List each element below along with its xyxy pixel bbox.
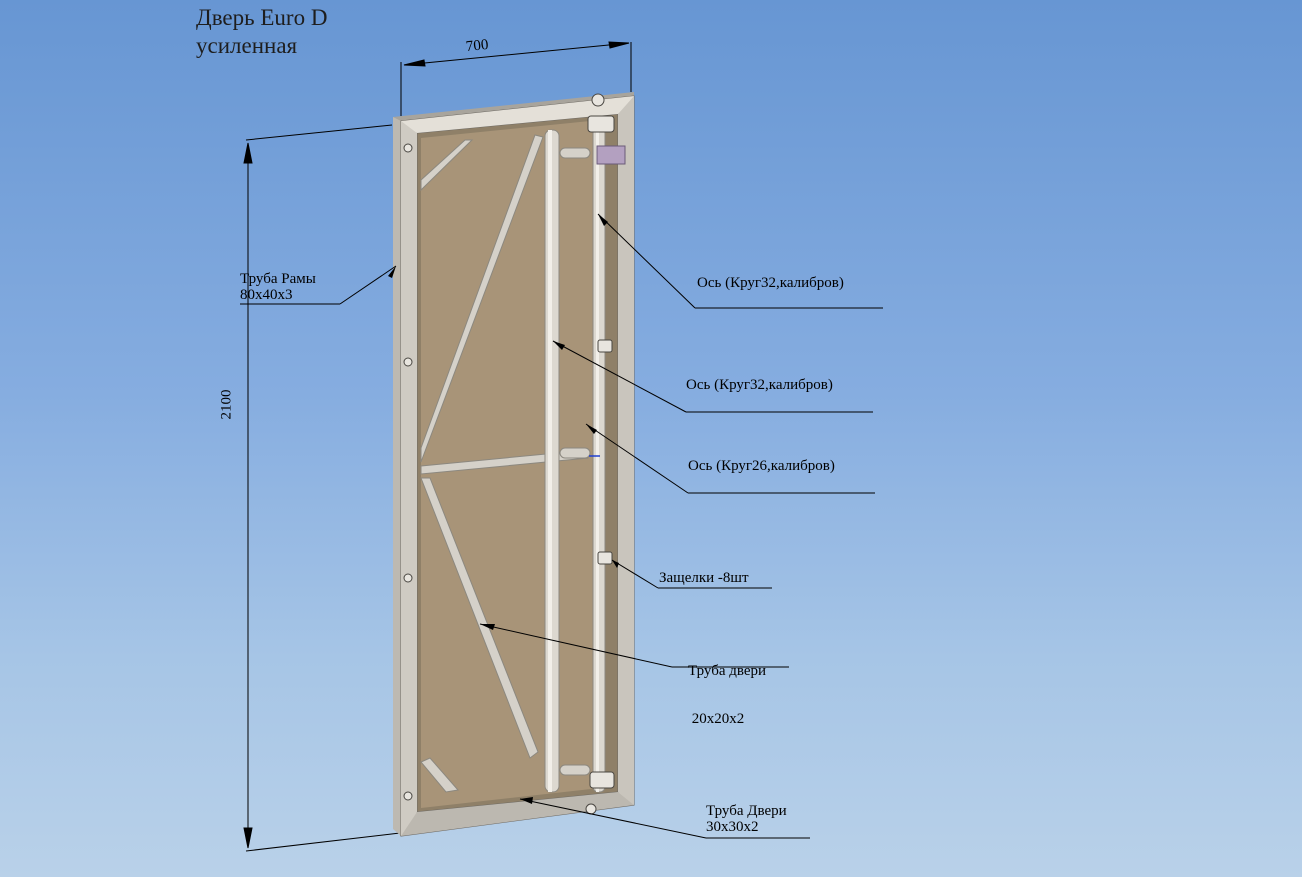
leader-arrows [388, 214, 619, 804]
callout-axis-26: Ось (Круг26,калибров) [688, 458, 835, 474]
height-dimension [243, 124, 401, 852]
door-tubes [420, 134, 589, 793]
callout-text: Ось (Круг26,калибров) [688, 458, 835, 474]
callout-text: Защелки -8шт [659, 570, 749, 586]
callout-text: 20х20х2 [688, 711, 745, 727]
callout-text: Ось (Круг32,калибров) [697, 275, 844, 291]
title-line-2: усиленная [196, 33, 298, 58]
width-dimension-label: 700 [465, 36, 490, 56]
height-dimension-label: 2100 [218, 389, 235, 420]
callout-axis-32-a: Ось (Круг32,калибров) [697, 275, 844, 291]
callout-axis-32-b: Ось (Круг32,калибров) [686, 377, 833, 393]
callout-text: Труба Рамы [240, 271, 316, 287]
width-dimension [400, 41, 632, 116]
label-plate [596, 145, 626, 165]
latches [403, 93, 615, 815]
drawing-title: Дверь Euro D усиленная [196, 4, 327, 60]
callout-door-tube-small: Труба двери 20х20х2 [688, 631, 766, 743]
callout-latches: Защелки -8шт [659, 570, 749, 586]
callout-text: Труба двери [688, 663, 767, 679]
callout-frame-tube: Труба Рамы 80х40х3 [240, 271, 316, 303]
callout-text: Труба Двери [706, 803, 787, 819]
callout-text: 30х30х2 [706, 819, 759, 835]
axis-rods [544, 127, 606, 793]
callout-text: Ось (Круг32,калибров) [686, 377, 833, 393]
leader-lines [240, 213, 883, 839]
callout-text: 80х40х3 [240, 287, 293, 303]
callout-door-tube-large: Труба Двери 30х30х2 [706, 803, 787, 835]
title-line-1: Дверь Euro D [196, 5, 328, 30]
